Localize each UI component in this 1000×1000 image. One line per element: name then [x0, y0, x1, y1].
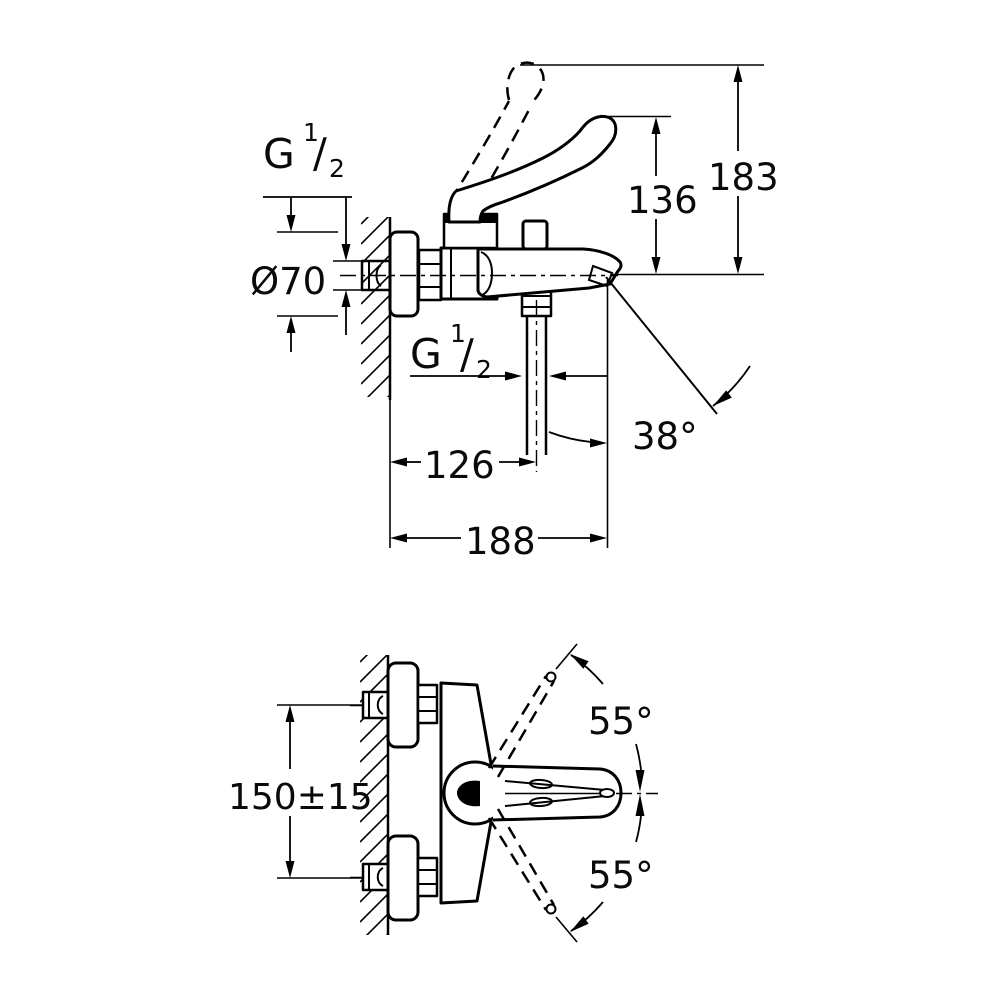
spout-outline: [476, 247, 623, 299]
arrowhead: [733, 65, 743, 82]
dim-projection-126: 126: [390, 444, 536, 487]
dim-inlet-thread: G 1 / 2: [263, 118, 352, 335]
raised-grip: [506, 61, 545, 105]
swing-tail: [555, 643, 578, 670]
dim-handle-height: 136: [600, 115, 698, 274]
swing-edge: [496, 808, 556, 906]
swing-tip-ring: [545, 671, 557, 683]
outlet-thread-num: 1: [450, 319, 466, 348]
inlet-thread-slash: /: [313, 129, 327, 177]
arrowhead: [651, 257, 661, 274]
swing-edge: [487, 817, 548, 911]
arrowhead: [635, 770, 645, 792]
swing-edge: [487, 675, 548, 769]
union-nut-lower: [416, 856, 439, 898]
lever-handle-front: [457, 764, 623, 822]
lower-connection: [277, 834, 452, 922]
arrowhead: [590, 438, 607, 448]
dim-overall-height: 183: [520, 64, 779, 276]
dim-swing-angle-upper: 55°: [570, 654, 654, 792]
wall-hatch-side: [361, 217, 390, 397]
arrowhead: [285, 861, 295, 878]
arrowhead: [635, 794, 645, 816]
spout-collar: [480, 251, 494, 296]
angle-arc: [635, 815, 642, 843]
union-nut-upper: [416, 683, 439, 725]
dim-swing-angle-lower: 55°: [570, 794, 654, 932]
handle-nub-bottom: [529, 796, 553, 808]
arrowhead: [590, 533, 607, 543]
arrowhead: [390, 533, 407, 543]
shower-outlet-pipe: [525, 300, 548, 472]
dim-mounting-distance: 150±15: [228, 705, 373, 878]
dim-projection-188: 188: [390, 280, 609, 563]
swing-angle-upper-label: 55°: [588, 700, 654, 743]
lever-handle-side: [447, 114, 618, 224]
spout-projection-label: 126: [424, 444, 495, 487]
side-view: G 1 / 2 Ø70 136: [250, 61, 779, 563]
outlet-thread-slash: /: [460, 330, 474, 378]
escutcheon-diameter-label: Ø70: [250, 260, 326, 303]
arrowhead: [285, 705, 295, 722]
arrowhead: [390, 457, 407, 467]
arrowhead: [713, 390, 732, 406]
spray-angle-label: 38°: [632, 415, 698, 458]
arrowhead: [570, 916, 589, 932]
inlet-nipple-lower: [361, 862, 390, 892]
arrowhead: [286, 316, 296, 333]
escutcheon-upper: [386, 661, 420, 749]
swing-edge: [496, 680, 556, 778]
spray-direction-line: [605, 276, 718, 415]
outlet-thread-den: 2: [476, 355, 492, 384]
escutcheon-side: [388, 230, 420, 318]
inlet-thread-g: G: [263, 130, 295, 178]
dim-escutcheon-diameter: Ø70: [250, 197, 338, 352]
arrowhead: [733, 257, 743, 274]
dim-spray-angle: 38°: [548, 276, 751, 458]
swing-angle-lower-label: 55°: [588, 854, 654, 897]
handle-slot-bottom: [504, 795, 606, 807]
escutcheon-lower: [386, 834, 420, 922]
dim-outlet-thread: G 1 / 2: [410, 319, 608, 384]
swing-tail: [555, 916, 578, 943]
handle-swing-lower-dashed: [487, 808, 578, 943]
arrowhead: [286, 215, 296, 232]
mounting-distance-label: 150±15: [228, 777, 373, 818]
upper-connection: [277, 661, 452, 749]
nipple-curve: [376, 695, 384, 715]
nipple-curve: [376, 867, 384, 887]
arrowhead: [651, 117, 661, 134]
pivot-mark: [457, 780, 480, 807]
inlet-nipple-upper: [361, 690, 390, 720]
wall-section-side: [361, 217, 392, 548]
arrowhead: [505, 371, 522, 381]
arrowhead: [549, 371, 566, 381]
handle-slot-top: [504, 780, 606, 791]
handle-swing-upper-dashed: [487, 643, 578, 778]
overall-projection-label: 188: [465, 520, 536, 563]
handle-slot-tip: [599, 788, 615, 798]
overall-height-label: 183: [708, 156, 779, 199]
spout: [476, 247, 623, 299]
arrowhead: [341, 290, 351, 307]
swing-tip-ring: [545, 903, 557, 915]
front-view: 55° 55° 150±15: [228, 643, 658, 943]
arrowhead: [519, 457, 536, 467]
arrowhead: [570, 654, 589, 669]
handle-height-label: 136: [627, 179, 698, 222]
inlet-thread-den: 2: [329, 154, 345, 183]
handle-nub-top: [529, 778, 553, 790]
angle-arc-left: [548, 431, 592, 443]
inlet-thread-num: 1: [303, 118, 319, 147]
arrowhead: [341, 244, 351, 261]
angle-arc: [635, 743, 642, 771]
outlet-thread-g: G: [410, 330, 442, 378]
diverter-knob: [521, 219, 549, 251]
